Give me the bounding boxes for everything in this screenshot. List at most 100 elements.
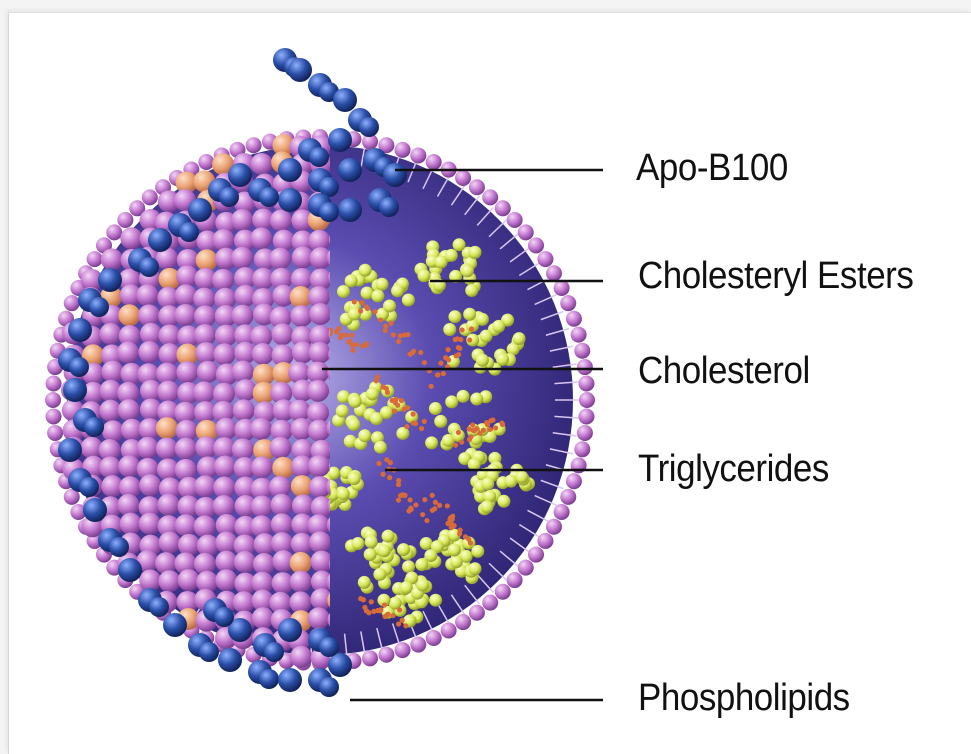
triglyceride-bead: [447, 517, 452, 522]
phospholipid-sphere: [308, 455, 330, 477]
phospholipid-sphere: [232, 438, 254, 460]
triglyceride-bead: [463, 534, 468, 539]
cholesteryl-ester-bead: [445, 249, 458, 262]
phospholipid-sphere: [136, 284, 158, 306]
phospholipid-head: [574, 343, 590, 359]
apo-b100-segment: [333, 88, 357, 112]
phospholipid-head: [560, 295, 576, 311]
apo-b100-segment: [309, 147, 329, 167]
phospholipid-sphere: [290, 305, 312, 327]
label-apo-b100: Apo-B100: [636, 147, 788, 190]
cholesteryl-ester-bead: [496, 353, 509, 366]
phospholipid-head: [426, 630, 442, 646]
phospholipid-head: [469, 179, 485, 195]
triglyceride-bead: [409, 507, 414, 512]
phospholipid-sphere: [290, 646, 312, 668]
cholesteryl-ester-bead: [465, 284, 478, 297]
cholesteryl-ester-bead: [457, 390, 470, 403]
triglyceride-bead: [350, 348, 355, 353]
triglyceride-bead: [488, 418, 493, 423]
label-triglycerides: Triglycerides: [638, 448, 829, 491]
triglyceride-bead: [374, 378, 379, 383]
triglyceride-bead: [441, 371, 446, 376]
phospholipid-sphere: [194, 475, 216, 497]
triglyceride-bead: [396, 621, 401, 626]
apo-b100-segment: [359, 117, 379, 137]
phospholipid-head: [518, 224, 534, 240]
phospholipid-sphere: [158, 570, 180, 592]
cholesteryl-ester-bead: [352, 537, 365, 550]
cholesteryl-ester-bead: [365, 535, 378, 548]
cholesteryl-ester-bead: [337, 285, 350, 298]
triglyceride-bead: [477, 431, 482, 436]
cholesteryl-ester-bead: [374, 441, 387, 454]
phospholipid-head: [546, 265, 562, 281]
triglyceride-bead: [361, 597, 366, 602]
apo-b100-segment: [214, 607, 234, 627]
triglyceride-bead: [420, 512, 425, 517]
apo-b100-segment: [228, 163, 252, 187]
phospholipid-sphere: [269, 248, 291, 270]
phospholipid-sphere: [212, 269, 234, 291]
triglyceride-bead: [352, 299, 357, 304]
triglyceride-bead: [411, 412, 416, 417]
phospholipid-head: [537, 533, 553, 549]
phospholipid-head: [528, 547, 544, 563]
phospholipid-head: [566, 473, 582, 489]
triglyceride-bead: [392, 408, 397, 413]
triglyceride-bead: [376, 461, 381, 466]
cholesteryl-ester-bead: [402, 294, 415, 307]
apo-b100-segment: [118, 558, 142, 582]
triglyceride-bead: [360, 343, 365, 348]
triglyceride-bead: [378, 608, 383, 613]
cholesteryl-ester-bead: [359, 264, 372, 277]
phospholipid-sphere: [231, 247, 253, 269]
triglyceride-bead: [445, 503, 450, 508]
phospholipid-sphere: [311, 551, 333, 573]
cholesteryl-ester-bead: [492, 320, 505, 333]
apo-b100-segment: [379, 197, 399, 217]
apo-b100-segment: [179, 222, 199, 242]
triglyceride-bead: [455, 336, 460, 341]
phospholipid-sphere: [138, 341, 160, 363]
cholesteryl-ester-bead: [366, 388, 379, 401]
phospholipid-head: [578, 375, 594, 391]
phospholipid-head: [578, 409, 594, 425]
apo-b100-segment: [69, 357, 89, 377]
apo-b100-segment: [199, 642, 219, 662]
phospholipid-head: [507, 572, 523, 588]
triglyceride-bead: [402, 407, 407, 412]
phospholipid-sphere: [215, 418, 237, 440]
phospholipid-sphere: [157, 494, 179, 516]
phospholipid-head: [87, 251, 103, 267]
triglyceride-bead: [407, 352, 412, 357]
phospholipid-sphere: [175, 514, 197, 536]
phospholipid-sphere: [120, 513, 142, 535]
label-cholesterol: Cholesterol: [638, 350, 810, 393]
phospholipid-sphere: [102, 420, 124, 442]
apo-b100-segment: [109, 537, 129, 557]
cholesteryl-ester-bead: [371, 289, 384, 302]
phospholipid-head: [495, 200, 511, 216]
triglyceride-bead: [422, 360, 427, 365]
cholesteryl-ester-bead: [420, 537, 433, 550]
triglyceride-bead: [391, 332, 396, 337]
phospholipid-head: [537, 251, 553, 267]
triglyceride-bead: [354, 342, 359, 347]
triglyceride-bead: [418, 350, 423, 355]
phospholipid-sphere: [120, 227, 142, 249]
cholesteryl-ester-bead: [461, 264, 474, 277]
apo-b100-segment: [163, 613, 187, 637]
apo-b100-segment: [338, 198, 362, 222]
triglyceride-bead: [467, 337, 472, 342]
triglyceride-bead: [459, 327, 464, 332]
triglyceride-bead: [366, 610, 371, 615]
phospholipid-sphere: [308, 607, 330, 629]
phospholipid-sphere: [175, 438, 197, 460]
triglyceride-bead: [372, 309, 377, 314]
phospholipid-sphere: [250, 227, 272, 249]
apo-b100-segment: [319, 677, 339, 697]
cholesteryl-ester-bead: [471, 545, 484, 558]
cholesteryl-ester-bead: [364, 548, 377, 561]
phospholipid-sphere: [159, 532, 181, 554]
